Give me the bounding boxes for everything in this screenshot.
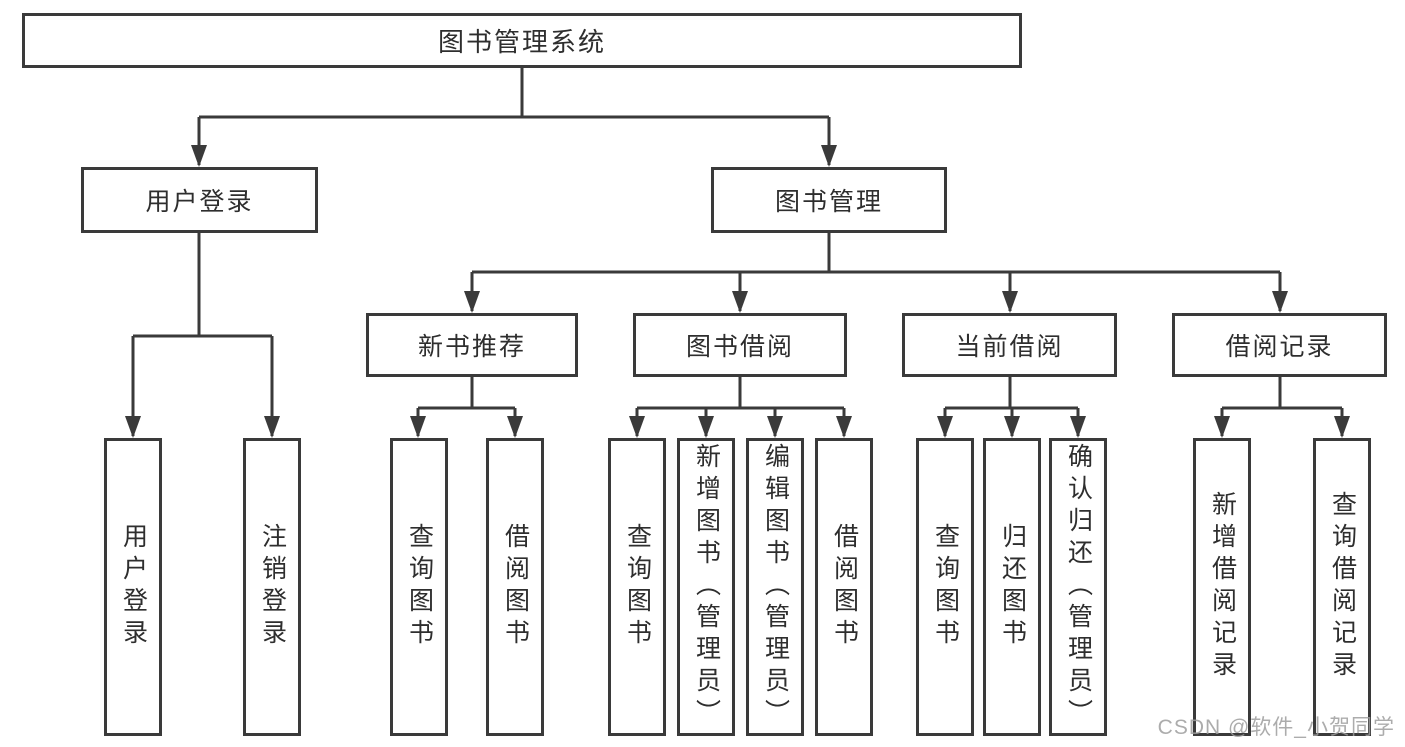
leaf-query-books-borrow: 查询图书 [608, 438, 666, 736]
leaf-query-borrow-record: 查询借阅记录 [1313, 438, 1371, 736]
csdn-watermark: CSDN @软件_小贺同学 [1157, 716, 1395, 739]
leaf-query-books-current: 查询图书 [916, 438, 974, 736]
leaf-logout: 注销登录 [243, 438, 301, 736]
node-label: 归还图书 [998, 523, 1027, 651]
node-borrow-records: 借阅记录 [1172, 313, 1387, 377]
node-label: 借阅记录 [1225, 333, 1334, 361]
node-label: 借阅图书 [501, 523, 530, 651]
node-label: 新增借阅记录 [1208, 491, 1237, 683]
leaf-user-login: 用户登录 [104, 438, 162, 736]
leaf-edit-books-admin: 编辑图书（管理员） [746, 438, 804, 736]
node-library-system: 图书管理系统 [22, 13, 1022, 68]
leaf-add-borrow-record: 新增借阅记录 [1193, 438, 1251, 736]
leaf-query-books-recommend: 查询图书 [390, 438, 448, 736]
node-label: 编辑图书（管理员） [761, 443, 790, 731]
leaf-borrow-books-recommend: 借阅图书 [486, 438, 544, 736]
leaf-return-books: 归还图书 [983, 438, 1041, 736]
node-current-borrow: 当前借阅 [902, 313, 1117, 377]
node-label: 借阅图书 [830, 523, 859, 651]
node-label: 注销登录 [258, 523, 287, 651]
node-label: 确认归还（管理员） [1064, 443, 1093, 731]
leaf-confirm-return-admin: 确认归还（管理员） [1049, 438, 1107, 736]
node-label: 查询借阅记录 [1328, 491, 1357, 683]
node-label: 新书推荐 [417, 333, 526, 361]
node-label: 用户登录 [119, 523, 148, 651]
node-label: 新增图书（管理员） [692, 443, 721, 731]
node-label: 图书管理系统 [437, 27, 606, 57]
node-label: 查询图书 [931, 523, 960, 651]
node-user-login: 用户登录 [81, 167, 318, 233]
node-label: 查询图书 [405, 523, 434, 651]
node-label: 图书管理 [774, 188, 883, 216]
node-book-management: 图书管理 [711, 167, 947, 233]
node-new-book-recommend: 新书推荐 [366, 313, 578, 377]
leaf-borrow-books: 借阅图书 [815, 438, 873, 736]
node-label: 图书借阅 [685, 333, 794, 361]
node-book-borrow: 图书借阅 [633, 313, 847, 377]
node-label: 查询图书 [623, 523, 652, 651]
node-label: 当前借阅 [955, 333, 1064, 361]
node-label: 用户登录 [145, 188, 254, 216]
leaf-add-books-admin: 新增图书（管理员） [677, 438, 735, 736]
